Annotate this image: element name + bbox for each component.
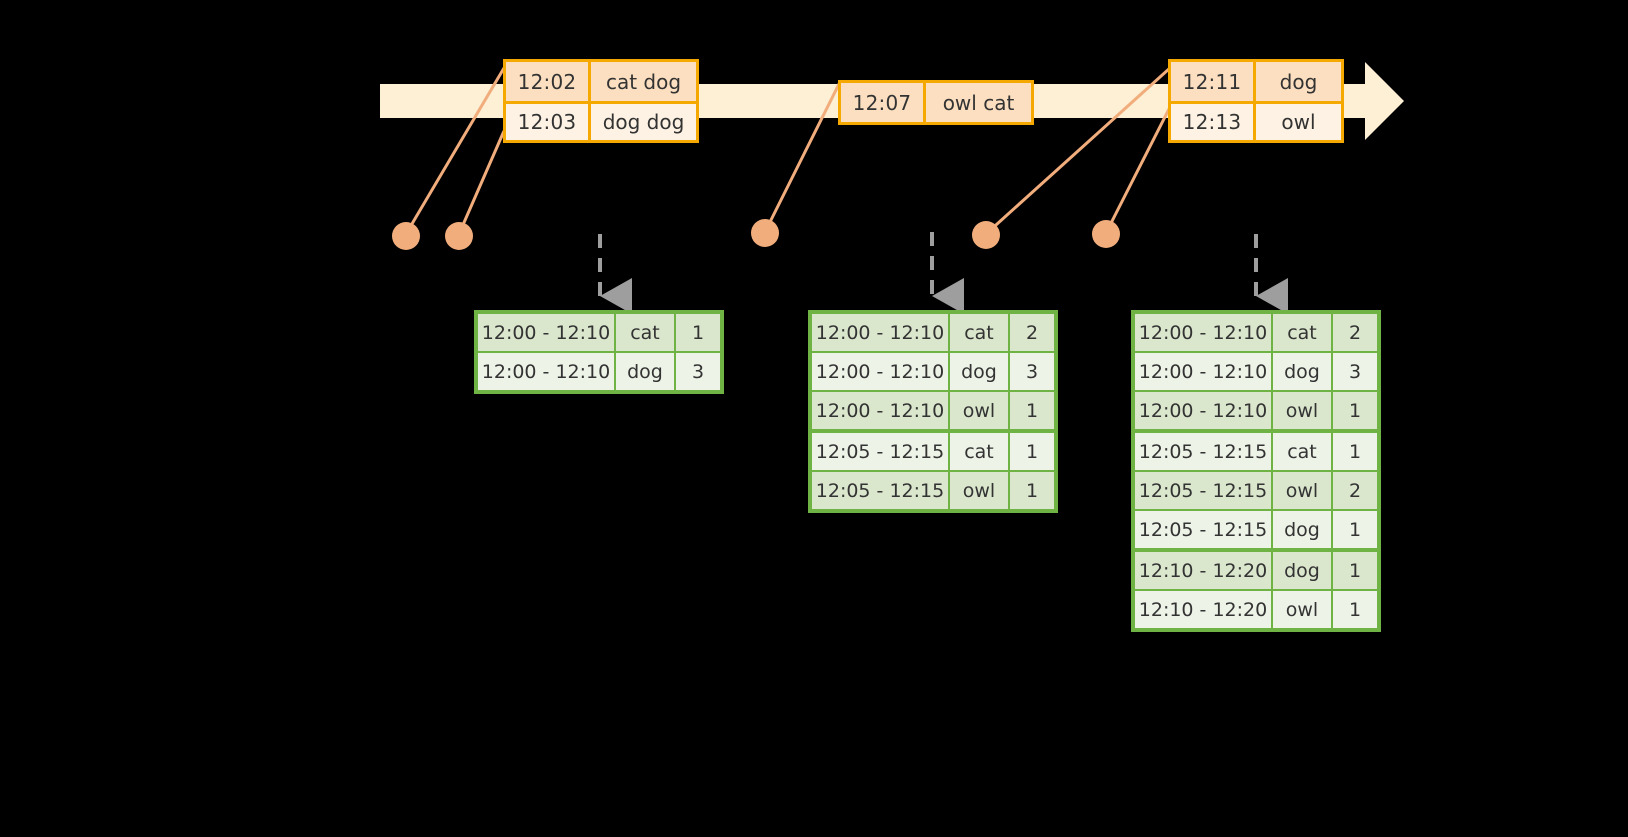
- cell-count: 3: [1333, 353, 1377, 390]
- event-dot-4: [972, 221, 1000, 249]
- table-row[interactable]: 12:00 - 12:10 cat 1: [478, 314, 720, 351]
- table-row[interactable]: 12:10 - 12:20 dog 1: [1135, 552, 1377, 589]
- cell-window: 12:00 - 12:10: [478, 314, 614, 351]
- table-row[interactable]: 12:05 - 12:15 cat 1: [812, 433, 1054, 470]
- table-row[interactable]: 12:00 - 12:10 cat 2: [812, 314, 1054, 351]
- cell-word: owl: [1273, 472, 1331, 509]
- cell-window: 12:00 - 12:10: [812, 392, 948, 429]
- event-words: dog: [1256, 62, 1341, 101]
- cell-window: 12:00 - 12:10: [1135, 392, 1271, 429]
- cell-word: owl: [950, 472, 1008, 509]
- cell-count: 1: [1010, 433, 1054, 470]
- cell-word: cat: [1273, 314, 1331, 351]
- cell-window: 12:05 - 12:15: [812, 472, 948, 509]
- table-row[interactable]: 12:00 - 12:10 dog 3: [478, 353, 720, 390]
- cell-window: 12:05 - 12:15: [1135, 433, 1271, 470]
- result-table-3[interactable]: 12:00 - 12:10 cat 2 12:00 - 12:10 dog 3 …: [1131, 310, 1381, 632]
- table-row[interactable]: 12:00 - 12:10 owl 1: [1135, 392, 1377, 429]
- cell-window: 12:00 - 12:10: [478, 353, 614, 390]
- cell-word: dog: [1273, 353, 1331, 390]
- event-row[interactable]: 12:07 owl cat: [841, 83, 1031, 122]
- event-time: 12:11: [1171, 62, 1256, 101]
- table-row[interactable]: 12:05 - 12:15 owl 1: [812, 472, 1054, 509]
- cell-word: cat: [1273, 433, 1331, 470]
- event-row[interactable]: 12:03 dog dog: [506, 101, 696, 140]
- cell-window: 12:10 - 12:20: [1135, 552, 1271, 589]
- cell-count: 1: [1333, 433, 1377, 470]
- event-words: owl cat: [926, 83, 1031, 122]
- cell-count: 1: [1010, 392, 1054, 429]
- table-row[interactable]: 12:00 - 12:10 dog 3: [1135, 353, 1377, 390]
- cell-window: 12:00 - 12:10: [812, 353, 948, 390]
- event-box-1[interactable]: 12:02 cat dog 12:03 dog dog: [503, 59, 699, 143]
- event-dot-5: [1092, 220, 1120, 248]
- cell-word: owl: [950, 392, 1008, 429]
- event-box-3[interactable]: 12:11 dog 12:13 owl: [1168, 59, 1344, 143]
- event-row[interactable]: 12:02 cat dog: [506, 62, 696, 101]
- cell-count: 3: [1010, 353, 1054, 390]
- table-row[interactable]: 12:00 - 12:10 cat 2: [1135, 314, 1377, 351]
- table-row[interactable]: 12:10 - 12:20 owl 1: [1135, 591, 1377, 628]
- cell-count: 2: [1010, 314, 1054, 351]
- cell-count: 1: [1333, 511, 1377, 548]
- cell-count: 1: [1010, 472, 1054, 509]
- connector-line-1: [404, 67, 506, 235]
- cell-count: 2: [1333, 314, 1377, 351]
- cell-window: 12:05 - 12:15: [812, 433, 948, 470]
- cell-word: cat: [950, 433, 1008, 470]
- cell-word: cat: [950, 314, 1008, 351]
- cell-count: 1: [1333, 552, 1377, 589]
- cell-window: 12:00 - 12:10: [1135, 353, 1271, 390]
- cell-window: 12:00 - 12:10: [1135, 314, 1271, 351]
- event-row[interactable]: 12:13 owl: [1171, 101, 1341, 140]
- event-dot-3: [751, 219, 779, 247]
- table-row[interactable]: 12:00 - 12:10 dog 3: [812, 353, 1054, 390]
- table-row[interactable]: 12:05 - 12:15 owl 2: [1135, 472, 1377, 509]
- table-row[interactable]: 12:05 - 12:15 cat 1: [1135, 433, 1377, 470]
- cell-count: 2: [1333, 472, 1377, 509]
- cell-word: owl: [1273, 392, 1331, 429]
- cell-window: 12:05 - 12:15: [1135, 472, 1271, 509]
- event-box-2[interactable]: 12:07 owl cat: [838, 80, 1034, 125]
- cell-word: dog: [1273, 511, 1331, 548]
- connector-line-2: [457, 130, 506, 235]
- cell-count: 1: [1333, 591, 1377, 628]
- event-time: 12:13: [1171, 104, 1256, 140]
- cell-word: owl: [1273, 591, 1331, 628]
- cell-word: dog: [950, 353, 1008, 390]
- cell-word: cat: [616, 314, 674, 351]
- connector-line-3: [763, 81, 842, 233]
- event-time: 12:03: [506, 104, 591, 140]
- cell-word: dog: [1273, 552, 1331, 589]
- connector-line-5: [1104, 106, 1172, 234]
- event-dot-1: [392, 222, 420, 250]
- cell-window: 12:10 - 12:20: [1135, 591, 1271, 628]
- result-table-1[interactable]: 12:00 - 12:10 cat 1 12:00 - 12:10 dog 3: [474, 310, 724, 394]
- cell-word: dog: [616, 353, 674, 390]
- result-table-2[interactable]: 12:00 - 12:10 cat 2 12:00 - 12:10 dog 3 …: [808, 310, 1058, 513]
- event-row[interactable]: 12:11 dog: [1171, 62, 1341, 101]
- cell-count: 1: [676, 314, 720, 351]
- table-row[interactable]: 12:00 - 12:10 owl 1: [812, 392, 1054, 429]
- event-time: 12:07: [841, 83, 926, 122]
- event-words: owl: [1256, 104, 1341, 140]
- event-dot-2: [445, 222, 473, 250]
- cell-window: 12:00 - 12:10: [812, 314, 948, 351]
- event-time: 12:02: [506, 62, 591, 101]
- event-words: dog dog: [591, 104, 696, 140]
- cell-count: 3: [676, 353, 720, 390]
- dashed-arrows: [598, 232, 1288, 314]
- cell-count: 1: [1333, 392, 1377, 429]
- event-dots: [392, 219, 1120, 250]
- event-words: cat dog: [591, 62, 696, 101]
- cell-window: 12:05 - 12:15: [1135, 511, 1271, 548]
- table-row[interactable]: 12:05 - 12:15 dog 1: [1135, 511, 1377, 548]
